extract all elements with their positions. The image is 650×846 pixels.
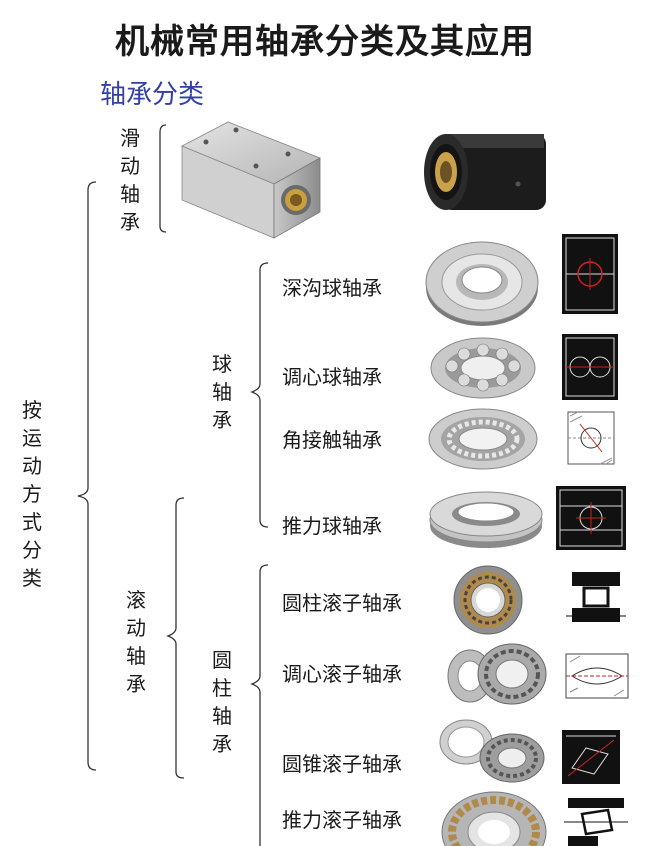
vertical-char: 球 [212, 352, 232, 376]
leaf-thrust-ball: 推力球轴承 [282, 514, 382, 538]
rolling-label: 滚动轴承 [124, 586, 148, 698]
sliding-block-bearing-photo [181, 121, 321, 239]
vertical-char: 按 [22, 398, 42, 422]
vertical-char: 承 [126, 672, 146, 696]
vertical-char: 类 [22, 566, 42, 590]
spherical-roller-section-drawing [565, 653, 629, 699]
linear-bushing-photo [424, 134, 546, 210]
self-aligning-ball-bearing-photo [430, 337, 536, 399]
root-label: 按运动方式分类 [20, 396, 44, 592]
self-aligning-ball-section-drawing [562, 334, 618, 400]
angular-contact-bearing-photo [428, 408, 538, 470]
cylindrical-roller-bearing-photo [453, 565, 523, 635]
page-subtitle: 轴承分类 [100, 80, 205, 110]
vertical-char: 分 [22, 538, 42, 562]
vertical-char: 承 [120, 210, 140, 234]
vertical-char: 承 [212, 408, 232, 432]
vertical-char: 方 [22, 482, 42, 506]
leaf-spherical-roller: 调心滚子轴承 [282, 662, 402, 686]
vertical-char: 圆 [212, 648, 232, 672]
vertical-char: 承 [212, 732, 232, 756]
leaf-thrust-roller: 推力滚子轴承 [282, 808, 402, 832]
cylindrical-roller-section-drawing [566, 572, 626, 622]
vertical-char: 动 [120, 154, 140, 178]
angular-contact-section-drawing [567, 411, 615, 465]
sliding-label: 滑动轴承 [118, 124, 142, 236]
thrust-ball-bearing-photo [429, 491, 543, 548]
vertical-char: 轴 [212, 380, 232, 404]
thrust-roller-bearing-photo [441, 791, 547, 846]
deep-groove-bearing-photo [425, 241, 539, 326]
leaf-tapered-roller: 圆锥滚子轴承 [282, 752, 402, 776]
vertical-char: 轴 [126, 644, 146, 668]
tapered-roller-bearing-photo [439, 719, 545, 783]
thrust-roller-section-drawing [564, 798, 628, 846]
ball-group-label: 球轴承 [210, 350, 234, 434]
vertical-char: 运 [22, 426, 42, 450]
vertical-char: 滚 [126, 588, 146, 612]
leaf-angular-contact: 角接触轴承 [282, 428, 382, 452]
vertical-char: 柱 [212, 676, 232, 700]
vertical-char: 滑 [120, 126, 140, 150]
spherical-roller-bearing-photo [447, 643, 547, 705]
page-title: 机械常用轴承分类及其应用 [115, 22, 535, 62]
vertical-char: 轴 [120, 182, 140, 206]
vertical-char: 动 [126, 616, 146, 640]
tapered-roller-section-drawing [562, 730, 620, 784]
leaf-deep-groove: 深沟球轴承 [282, 276, 382, 300]
vertical-char: 轴 [212, 704, 232, 728]
thrust-ball-section-drawing [556, 486, 626, 550]
deep-groove-section-drawing [562, 234, 618, 314]
roller-group-label: 圆柱轴承 [210, 646, 234, 758]
leaf-cylindrical-roller: 圆柱滚子轴承 [282, 591, 402, 615]
vertical-char: 式 [22, 510, 42, 534]
leaf-self-aligning-ball: 调心球轴承 [282, 365, 382, 389]
vertical-char: 动 [22, 454, 42, 478]
